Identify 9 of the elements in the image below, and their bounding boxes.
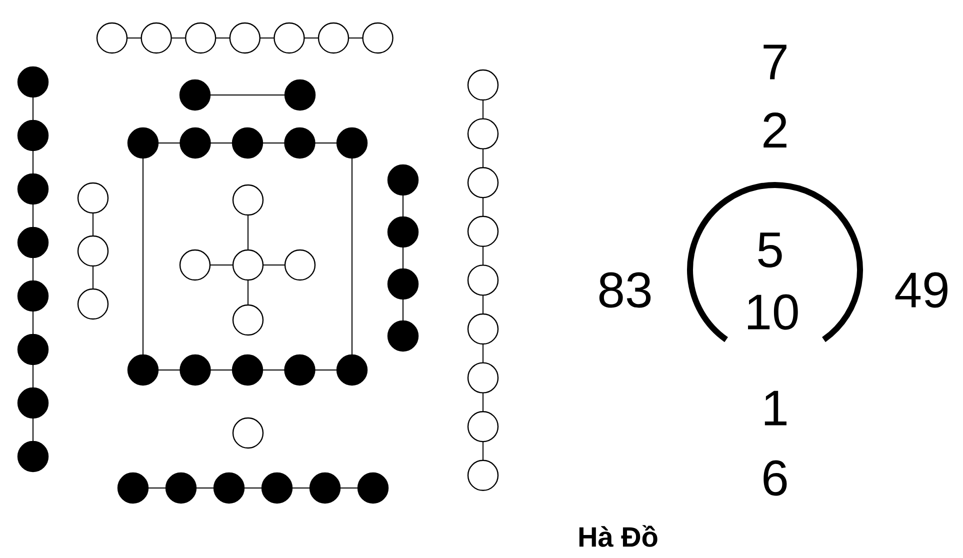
number-label: 2 [764,112,786,148]
number-label: 1 [764,390,786,426]
number-label: 83 [599,272,651,308]
number-label: 6 [764,460,787,496]
number-label: 7 [764,44,786,80]
number-label: 10 [748,294,798,330]
caption: Hà Đồ [579,525,658,547]
number-label: 5 [758,232,782,268]
number-label: 49 [895,272,948,308]
